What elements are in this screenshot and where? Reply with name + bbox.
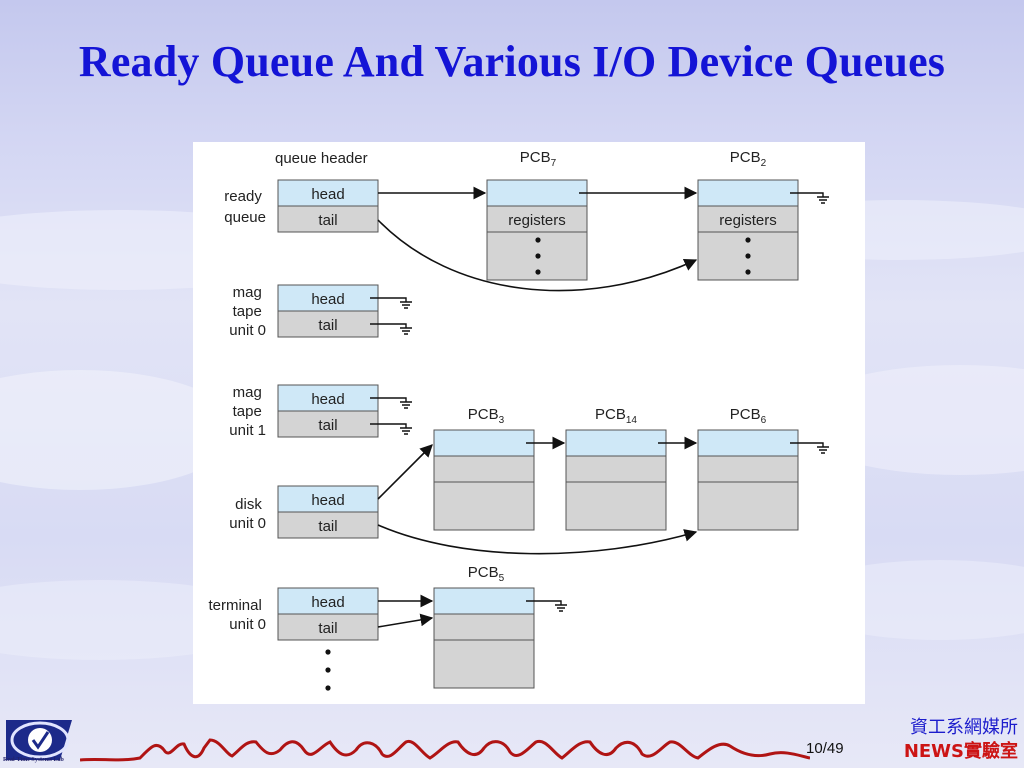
- tail-label: tail: [318, 212, 337, 229]
- tail-label: tail: [318, 620, 337, 637]
- pcb-3: PCB3: [433, 406, 535, 531]
- queue-diagram: queue header ready queue head tail mag t…: [193, 142, 865, 704]
- pointer-arrows: [377, 186, 698, 628]
- queue-header-label: queue header: [275, 150, 368, 167]
- queue-label: mag tape unit 1: [229, 384, 266, 439]
- pcb-7: PCB7 registers: [486, 149, 588, 281]
- pcb-label: PCB3: [468, 406, 505, 426]
- registers-label: registers: [719, 212, 777, 229]
- head-label: head: [311, 594, 344, 611]
- queue-label: disk unit 0: [229, 496, 266, 532]
- arrow-disk-head: [377, 444, 433, 500]
- null-icon: [526, 600, 567, 612]
- pcb-label: PCB2: [730, 149, 767, 169]
- pcb-14: PCB14: [565, 406, 667, 531]
- queue-ready: ready queue head tail: [224, 179, 379, 233]
- arrow-disk-tail: [377, 524, 698, 555]
- tail-cell: [277, 310, 379, 338]
- department-name: 資工系網媒所: [910, 717, 1018, 738]
- head-label: head: [311, 492, 344, 509]
- null-icon: [790, 442, 829, 454]
- pcb-6: PCB6: [697, 406, 799, 531]
- head-cell: [277, 384, 379, 412]
- head-label: head: [311, 291, 344, 308]
- queue-mag-tape-unit-1: mag tape unit 1 head tail: [229, 384, 379, 439]
- head-label: head: [311, 186, 344, 203]
- arrow-ready-tail: [377, 219, 698, 292]
- queue-disk-unit-0: disk unit 0 head tail: [229, 485, 379, 539]
- tail-label: tail: [318, 518, 337, 535]
- null-icon: [370, 323, 412, 335]
- tail-label: tail: [318, 417, 337, 434]
- pcb-label: PCB6: [730, 406, 767, 426]
- arrow-terminal-tail: [377, 613, 434, 628]
- continuation-dot: [325, 667, 331, 673]
- null-icon: [370, 423, 412, 435]
- lab-logo: [6, 720, 72, 760]
- tail-cell: [277, 410, 379, 438]
- null-pointers: [370, 192, 829, 612]
- lab-logo-text: Real-Time Systems Lab: [3, 757, 64, 763]
- continuation-dot: [325, 685, 331, 691]
- slide-title: Ready Queue And Various I/O Device Queue…: [78, 37, 946, 86]
- queue-terminal-unit-0: terminal unit 0 head tail: [208, 587, 379, 691]
- continuation-dot: [325, 649, 331, 655]
- pcb-label: PCB14: [595, 406, 637, 426]
- queue-label: mag tape unit 0: [229, 284, 266, 339]
- tail-cell: [277, 205, 379, 233]
- queue-label: ready queue: [224, 188, 266, 226]
- decorative-wave: [80, 738, 810, 762]
- page-number: 10/49: [806, 740, 844, 757]
- registers-label: registers: [508, 212, 566, 229]
- head-cell: [277, 587, 379, 615]
- organization-label: 資工系網媒所 NEWS實驗室: [904, 716, 1018, 764]
- pcb-label: PCB5: [468, 564, 505, 584]
- queue-mag-tape-unit-0: mag tape unit 0 head tail: [229, 284, 379, 339]
- tail-cell: [277, 511, 379, 539]
- head-cell: [277, 485, 379, 513]
- tail-cell: [277, 613, 379, 641]
- null-icon: [790, 192, 829, 204]
- queue-label: terminal unit 0: [208, 597, 266, 633]
- pcb-label: PCB7: [520, 149, 557, 169]
- pcb-5: PCB5: [433, 564, 535, 689]
- tail-label: tail: [318, 317, 337, 334]
- pcb-2: PCB2 registers: [697, 149, 799, 281]
- null-icon: [370, 297, 412, 309]
- null-icon: [370, 397, 412, 409]
- head-label: head: [311, 391, 344, 408]
- lab-name: NEWS實驗室: [903, 741, 1018, 762]
